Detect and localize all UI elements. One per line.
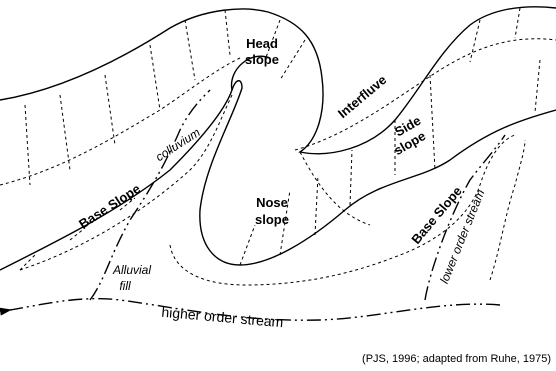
dashed-lines [0, 7, 556, 286]
base-slope-left-label: Base Slope [76, 181, 143, 232]
lower-stream-right-bank [489, 139, 526, 281]
inner-hollow-outline [230, 55, 271, 91]
nose-slope-label-line2: slope [255, 212, 289, 227]
colluvium-channel [89, 89, 211, 301]
base-slope-upper-left [19, 94, 233, 271]
alluvial-fill-label-line1: Alluvial [112, 263, 151, 277]
toe-slope-boundary [169, 134, 516, 286]
valley-inner-dashed [299, 151, 371, 226]
interfluve-left-boundary [0, 57, 241, 186]
interfluve-right-boundary [294, 38, 556, 151]
head-slope-label-line2: slope [245, 52, 279, 67]
source-credit: (PJS, 1996; adapted from Ruhe, 1975) [362, 353, 551, 365]
higher-order-stream-label: higher order stream [161, 304, 284, 331]
ridge-outline [0, 6, 556, 271]
colluvium-label: colluvium [153, 125, 203, 164]
slope-division-lines [19, 7, 541, 271]
upper-boundary [0, 6, 556, 155]
higher-order-stream-line [0, 297, 501, 321]
interfluve-label: Interfluve [335, 72, 389, 121]
nose-slope-label-line1: Nose [256, 195, 288, 210]
head-slope-label-line1: Head [246, 36, 278, 51]
alluvial-fill-label-line2: fill [119, 279, 131, 293]
stream-channels [0, 89, 506, 321]
lower-boundary [0, 80, 556, 271]
